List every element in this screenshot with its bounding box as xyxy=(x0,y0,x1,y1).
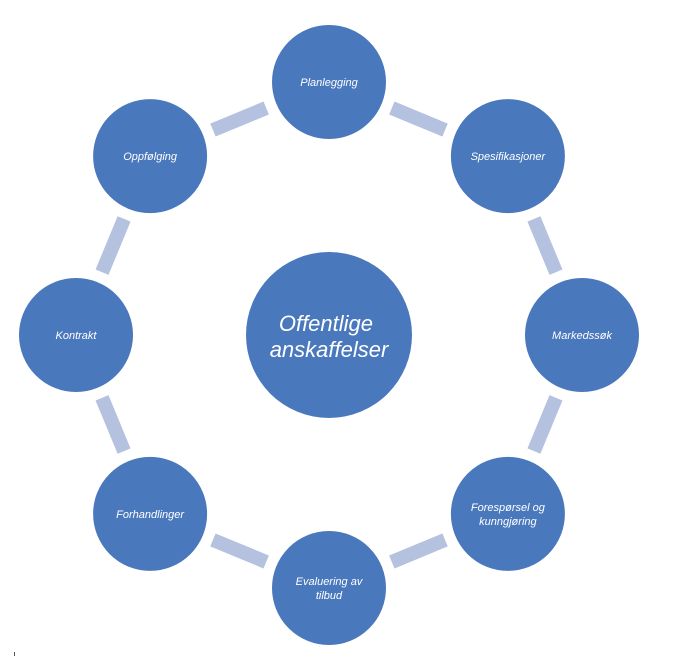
process-node-forhandlinger: Forhandlinger xyxy=(91,454,210,573)
node-label: Markedssøk xyxy=(552,330,612,342)
center-node: Offentlige anskaffelser xyxy=(246,252,412,418)
process-node-evaluering: Evaluering av tilbud xyxy=(270,529,388,647)
node-label-line: Spesifikasjoner xyxy=(471,151,547,163)
ring-segment xyxy=(527,216,563,275)
process-nodes: PlanleggingSpesifikasjonerMarkedssøkFore… xyxy=(17,23,641,647)
node-label: Oppfølging xyxy=(123,151,178,163)
stray-mark xyxy=(14,652,15,656)
process-node-planlegging: Planlegging xyxy=(270,23,388,141)
node-label: Forespørsel og kunngjøring xyxy=(471,502,546,528)
node-label-line: kunngjøring xyxy=(479,516,537,528)
node-circle xyxy=(523,276,641,394)
center-label-line: anskaffelser xyxy=(270,337,390,362)
node-label: Evaluering av tilbud xyxy=(296,576,364,602)
node-label-line: Forhandlinger xyxy=(116,509,185,521)
ring-segment xyxy=(389,533,448,569)
node-circle xyxy=(270,529,388,647)
node-label-line: Forespørsel og xyxy=(471,502,546,514)
process-node-foresporsel: Forespørsel og kunngjøring xyxy=(448,454,567,573)
node-circle xyxy=(91,454,210,573)
node-label-line: Evaluering av xyxy=(296,576,364,588)
center-label: Offentlige anskaffelser xyxy=(270,311,390,362)
ring-segment xyxy=(389,101,448,137)
ring-segment xyxy=(95,216,131,275)
node-label-line: Markedssøk xyxy=(552,330,612,342)
node-label: Kontrakt xyxy=(56,330,98,342)
node-label: Planlegging xyxy=(300,77,358,89)
ring-segment xyxy=(210,533,269,569)
node-label-line: Planlegging xyxy=(300,77,358,89)
node-label: Spesifikasjoner xyxy=(471,151,547,163)
ring-segment xyxy=(527,395,563,454)
node-circle xyxy=(448,97,567,216)
process-node-oppfolging: Oppfølging xyxy=(91,97,210,216)
node-circle xyxy=(91,97,210,216)
node-circle xyxy=(270,23,388,141)
process-node-spesifikasjoner: Spesifikasjoner xyxy=(448,97,567,216)
node-label-line: tilbud xyxy=(316,590,343,602)
ring-connector-layer xyxy=(95,101,563,569)
node-circle xyxy=(17,276,135,394)
ring-segment xyxy=(210,101,269,137)
node-label: Forhandlinger xyxy=(116,509,185,521)
process-node-markedssok: Markedssøk xyxy=(523,276,641,394)
ring-segment xyxy=(95,395,131,454)
node-label-line: Kontrakt xyxy=(56,330,98,342)
node-label-line: Oppfølging xyxy=(123,151,178,163)
center-label-line: Offentlige xyxy=(279,311,373,336)
center-circle xyxy=(246,252,412,418)
node-circle xyxy=(448,454,567,573)
process-node-kontrakt: Kontrakt xyxy=(17,276,135,394)
